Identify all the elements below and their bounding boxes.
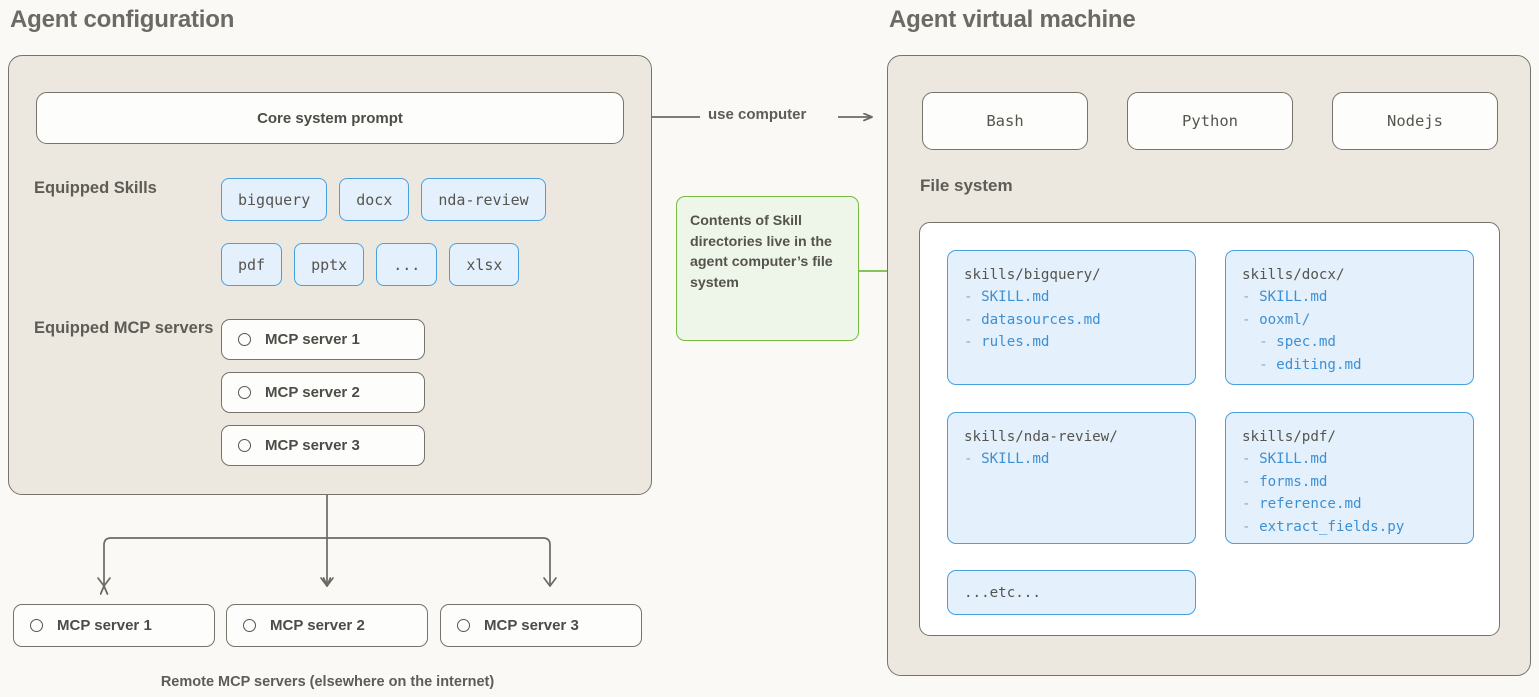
remote-mcp-server-label: MCP server 1: [57, 617, 152, 634]
equipped-skills-label: Equipped Skills: [34, 179, 157, 197]
circle-icon: [30, 619, 43, 632]
skill-directories-callout: Contents of Skill directories live in th…: [676, 196, 859, 341]
equipped-mcp-servers-label: Equipped MCP servers: [34, 319, 214, 337]
directory-entry-label: forms.md: [1259, 473, 1328, 490]
mcp-server-item[interactable]: MCP server 3: [221, 425, 425, 466]
use-computer-connector-label: use computer: [708, 106, 807, 123]
bullet-dash-icon: -: [964, 451, 982, 468]
directory-name: skills/nda-review/: [964, 429, 1118, 445]
directory-entry: - forms.md: [1242, 471, 1457, 493]
circle-icon: [238, 386, 251, 399]
mcp-fanout-arrowheads: [97, 577, 557, 587]
directory-name: skills/docx/: [1242, 267, 1345, 283]
directory-entry-label: SKILL.md: [981, 289, 1050, 306]
directory-entry-label: spec.md: [1276, 334, 1336, 351]
core-system-prompt-box: Core system prompt: [36, 92, 624, 144]
directory-entry: - SKILL.md: [964, 286, 1179, 308]
circle-icon: [243, 619, 256, 632]
remote-mcp-server-item[interactable]: MCP server 3: [440, 604, 642, 647]
skill-chip[interactable]: ...: [376, 243, 438, 286]
skill-chip-row-1: bigquery docx nda-review: [221, 178, 546, 221]
runtime-box-bash[interactable]: Bash: [922, 92, 1088, 150]
directory-entry: - SKILL.md: [1242, 286, 1457, 308]
directory-entry: - datasources.md: [964, 309, 1179, 331]
directory-entry-label: reference.md: [1259, 496, 1362, 513]
bullet-dash-icon: -: [1242, 289, 1260, 306]
directory-entry-label: SKILL.md: [981, 451, 1050, 468]
directory-entry-label: rules.md: [981, 334, 1050, 351]
bullet-dash-icon: -: [1242, 334, 1277, 351]
directory-entry-label: SKILL.md: [1259, 289, 1328, 306]
directory-entry-label: ooxml/: [1259, 311, 1311, 328]
circle-icon: [238, 439, 251, 452]
mcp-server-label: MCP server 1: [265, 331, 360, 348]
directory-entry: - reference.md: [1242, 493, 1457, 515]
directory-entry: - rules.md: [964, 331, 1179, 353]
skill-directory-etc-card[interactable]: ...etc...: [947, 570, 1196, 615]
bullet-dash-icon: -: [964, 311, 982, 328]
runtime-box-nodejs[interactable]: Nodejs: [1332, 92, 1498, 150]
file-system-label: File system: [920, 176, 1013, 195]
page-title-agent-configuration: Agent configuration: [10, 6, 235, 33]
directory-entry: - extract_fields.py: [1242, 516, 1457, 538]
directory-entry-label: SKILL.md: [1259, 451, 1328, 468]
skill-chip[interactable]: docx: [339, 178, 410, 221]
bullet-dash-icon: -: [1242, 311, 1260, 328]
directory-entry: - SKILL.md: [1242, 448, 1457, 470]
bullet-dash-icon: -: [1242, 356, 1277, 373]
skill-directory-card[interactable]: skills/nda-review/ - SKILL.md: [947, 412, 1196, 544]
skill-chip[interactable]: xlsx: [449, 243, 520, 286]
mcp-server-item[interactable]: MCP server 2: [221, 372, 425, 413]
skill-chip[interactable]: nda-review: [421, 178, 546, 221]
mcp-server-item[interactable]: MCP server 1: [221, 319, 425, 360]
directory-name: skills/pdf/: [1242, 429, 1336, 445]
directory-entry-label: editing.md: [1276, 356, 1362, 373]
bullet-dash-icon: -: [1242, 518, 1260, 535]
remote-mcp-server-item[interactable]: MCP server 2: [226, 604, 428, 647]
directory-entry: - SKILL.md: [964, 448, 1179, 470]
bullet-dash-icon: -: [1242, 473, 1260, 490]
directory-entry: - ooxml/: [1242, 309, 1457, 331]
skill-chip-row-2: pdf pptx ... xlsx: [221, 243, 520, 286]
page-title-agent-virtual-machine: Agent virtual machine: [889, 6, 1136, 33]
skill-directory-card[interactable]: skills/docx/- SKILL.md- ooxml/ - spec.md…: [1225, 250, 1474, 385]
skill-directory-card[interactable]: skills/bigquery/- SKILL.md- datasources.…: [947, 250, 1196, 385]
remote-mcp-servers-caption: Remote MCP servers (elsewhere on the int…: [160, 674, 495, 690]
directory-entry: - spec.md: [1242, 331, 1457, 353]
runtime-box-python[interactable]: Python: [1127, 92, 1293, 150]
circle-icon: [457, 619, 470, 632]
directory-entry: - editing.md: [1242, 354, 1457, 376]
mcp-server-label: MCP server 3: [265, 437, 360, 454]
remote-mcp-server-label: MCP server 3: [484, 617, 579, 634]
mcp-server-label: MCP server 2: [265, 384, 360, 401]
skill-chip[interactable]: pdf: [221, 243, 283, 286]
skill-chip[interactable]: bigquery: [221, 178, 328, 221]
remote-mcp-server-item[interactable]: MCP server 1: [13, 604, 215, 647]
skill-directory-card[interactable]: skills/pdf/- SKILL.md- forms.md- referen…: [1225, 412, 1474, 544]
directory-name: skills/bigquery/: [964, 267, 1101, 283]
bullet-dash-icon: -: [1242, 451, 1260, 468]
bullet-dash-icon: -: [964, 334, 982, 351]
bullet-dash-icon: -: [964, 289, 982, 306]
directory-entry-label: extract_fields.py: [1259, 518, 1405, 535]
remote-mcp-server-label: MCP server 2: [270, 617, 365, 634]
bullet-dash-icon: -: [1242, 496, 1260, 513]
skill-chip[interactable]: pptx: [294, 243, 365, 286]
circle-icon: [238, 333, 251, 346]
directory-entry-label: datasources.md: [981, 311, 1101, 328]
